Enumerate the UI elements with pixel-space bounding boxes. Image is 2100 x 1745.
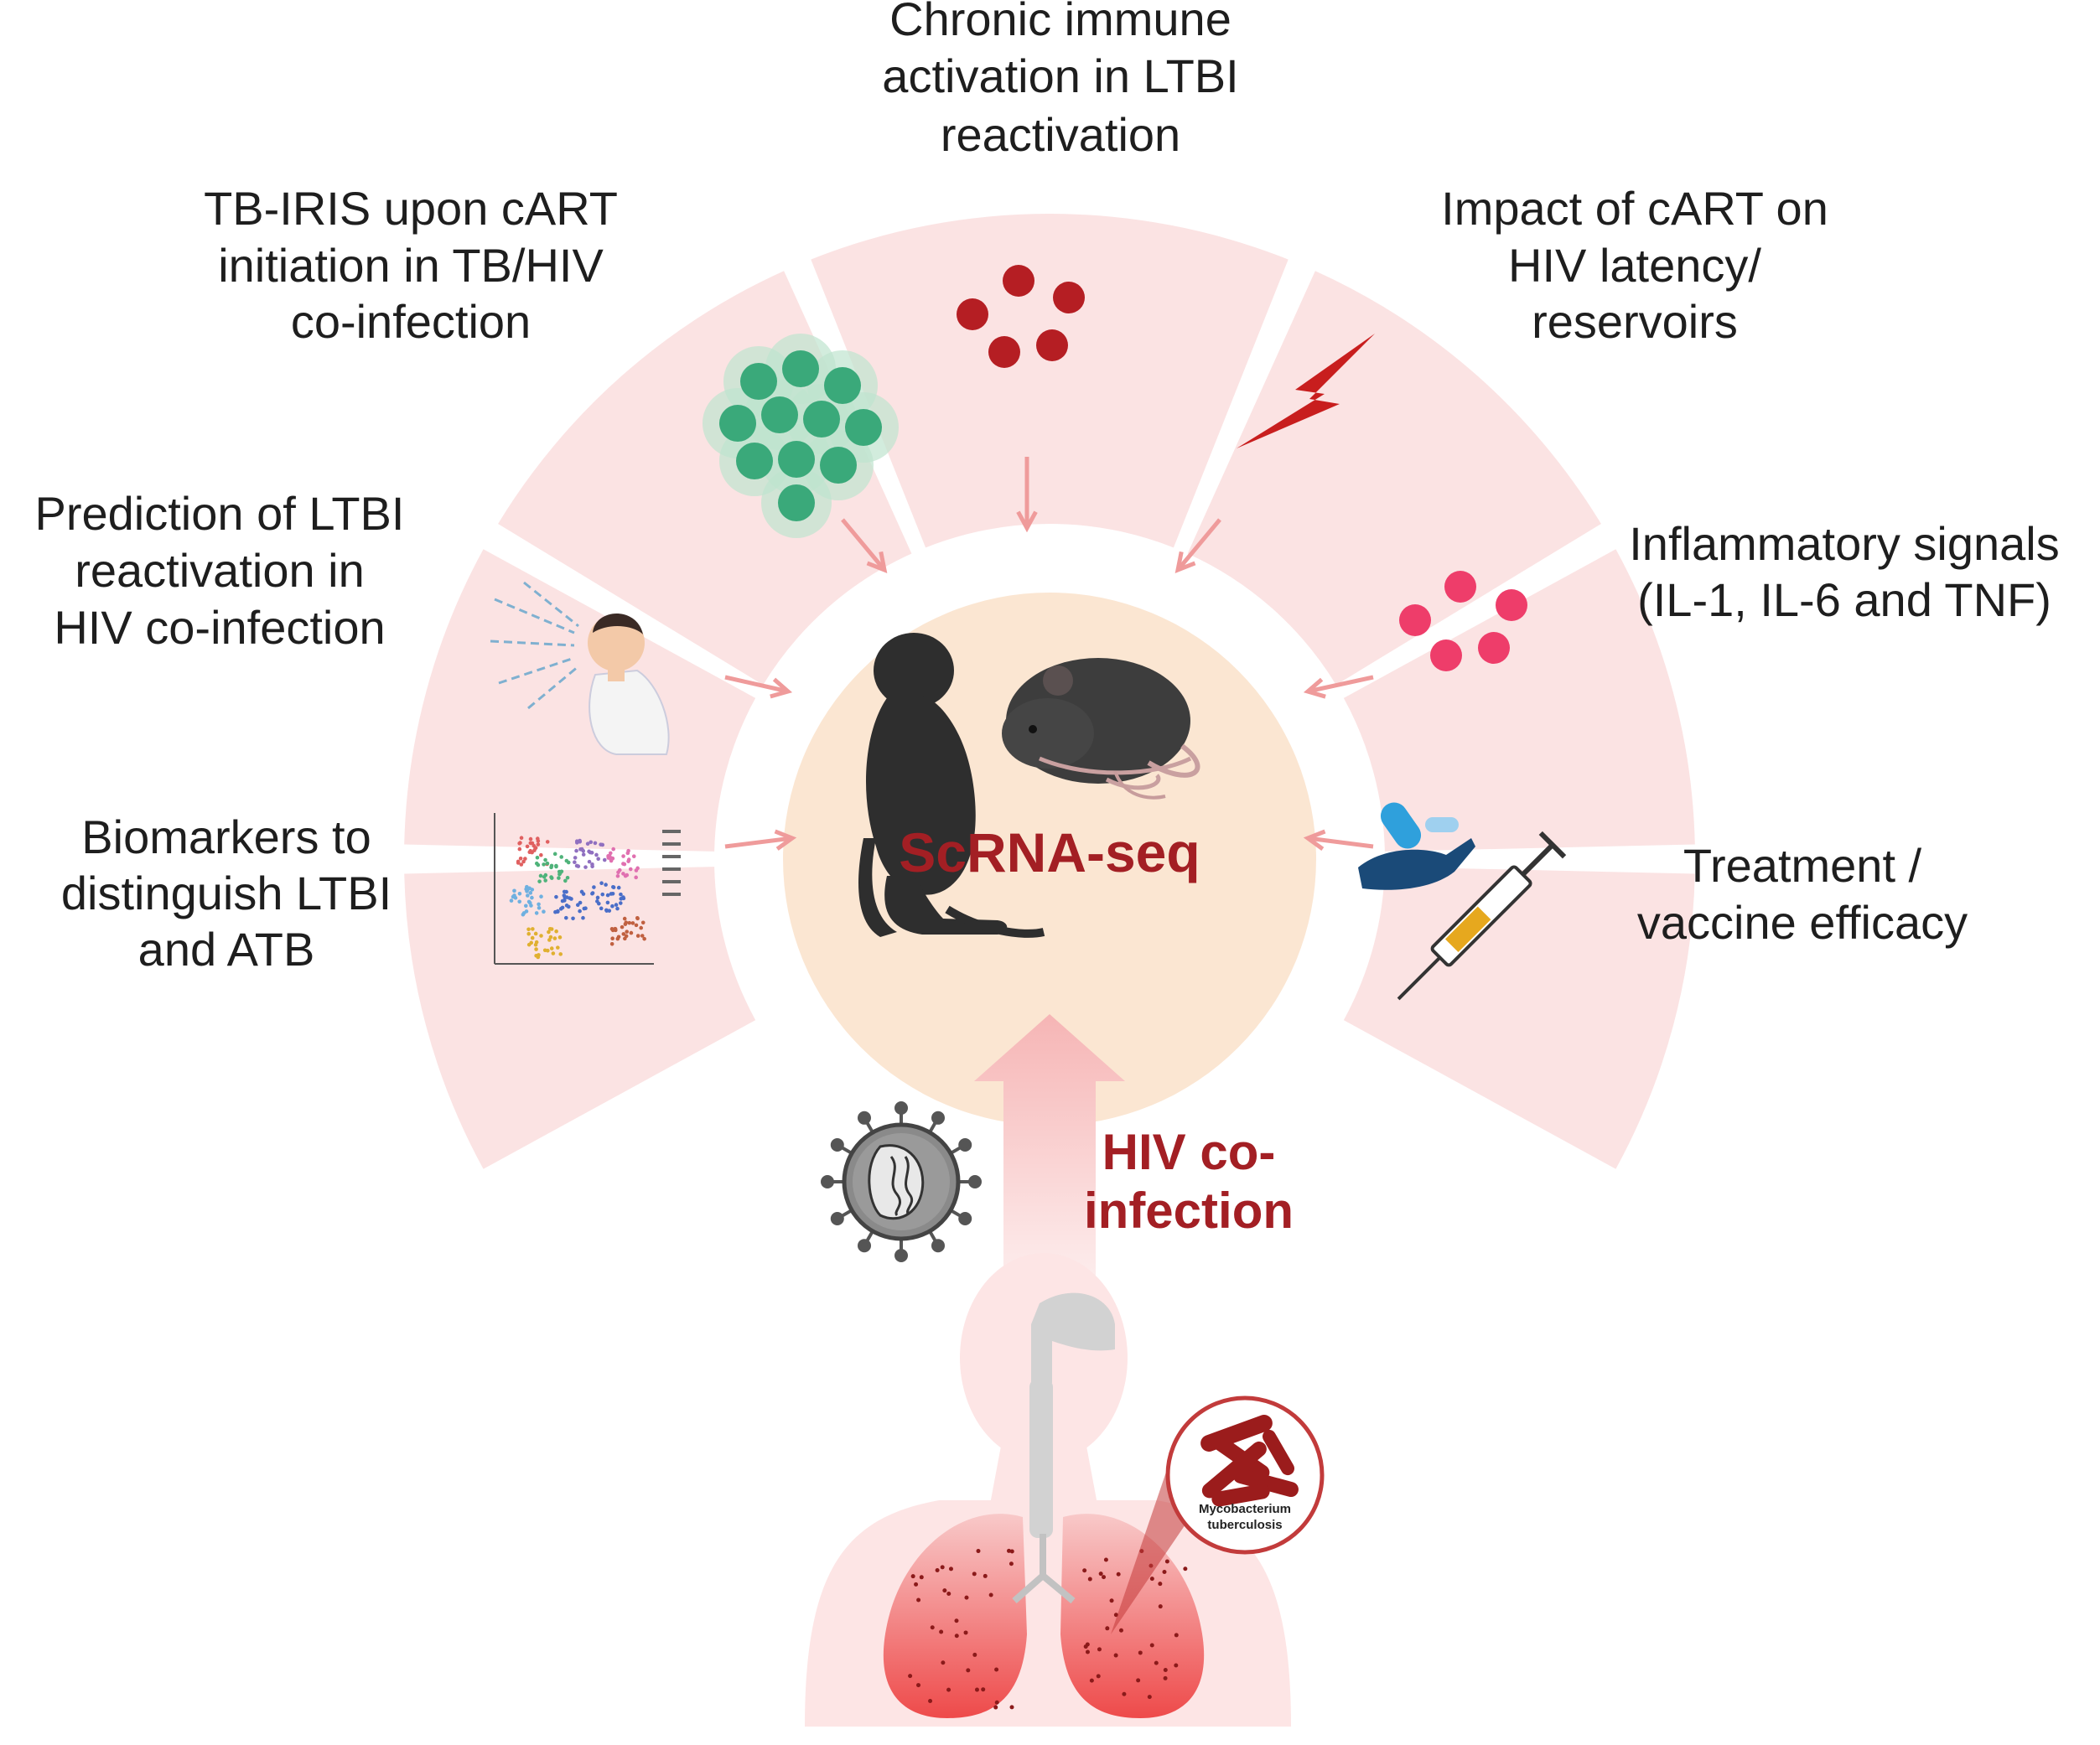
label-prediction-line-1: Prediction of LTBI [35, 487, 405, 540]
label-tb-iris-line-2: initiation in TB/HIV [218, 239, 604, 292]
lungs-icon [883, 1514, 1205, 1718]
monkey-icon [858, 633, 1045, 938]
label-biomarkers-line-1: Biomarkers to [81, 810, 371, 863]
bacterium-label-line-2: tuberculosis [1207, 1518, 1282, 1532]
hiv-virus-icon [821, 1101, 982, 1262]
label-chronic-line-1: Chronic immune [889, 0, 1231, 45]
label-inflammatory-line-2: (IL-1, IL-6 and TNF) [1637, 573, 2051, 626]
label-impact-line-2: HIV latency/ [1508, 239, 1761, 292]
label-treatment-line-1: Treatment / [1683, 839, 1922, 892]
label-chronic-line-2: activation in LTBI [882, 49, 1238, 102]
segment-impact [1187, 271, 1601, 686]
segment-chronic [811, 214, 1289, 548]
bacterium-label-line-1: Mycobacterium [1199, 1502, 1291, 1516]
arrow-prediction [724, 675, 793, 699]
lightning-icon [1237, 334, 1375, 448]
arrow-biomarkers [724, 829, 797, 851]
mouse-icon [1002, 658, 1200, 800]
red-cells-icon [957, 265, 1085, 368]
pill-syringe-icon [1358, 802, 1567, 1001]
segment-biomarkers [404, 867, 756, 1169]
label-tb-iris-line-3: co-infection [291, 295, 531, 348]
arrow-treatment [1303, 829, 1374, 851]
arrow-impact [1174, 518, 1221, 574]
mycobacterium-icon: Mycobacterium tuberculosis [1165, 1395, 1325, 1555]
label-treatment-line-2: vaccine efficacy [1637, 896, 1968, 949]
arrow-tb-iris [841, 518, 888, 574]
segment-treatment [1343, 867, 1695, 1169]
center-label: ScRNA-seq [899, 821, 1200, 883]
label-impact-line-1: Impact of cART on [1441, 182, 1828, 235]
label-prediction-line-2: reactivation in [75, 544, 365, 597]
arrow-chronic [1016, 457, 1038, 533]
pink-cells-icon [1399, 571, 1527, 671]
inward-arrows [724, 457, 1374, 851]
label-prediction-line-3: HIV co-infection [54, 601, 385, 654]
coughing-person-icon [490, 581, 670, 755]
label-biomarkers-line-2: distinguish LTBI [61, 867, 391, 919]
hiv-label-line-1: HIV co- [1102, 1124, 1276, 1180]
arrow-inflammatory [1303, 675, 1374, 699]
label-inflammatory-line-1: Inflammatory signals [1629, 517, 2060, 570]
label-chronic-line-3: reactivation [941, 108, 1180, 161]
label-tb-iris-line-1: TB-IRIS upon cART [204, 182, 618, 235]
cell-cluster-icon [703, 334, 899, 538]
tsne-plot-icon [494, 813, 681, 965]
segment-prediction [404, 549, 756, 852]
label-biomarkers-line-3: and ATB [138, 923, 315, 976]
label-impact-line-3: reservoirs [1532, 295, 1738, 348]
segment-inflammatory [1343, 549, 1695, 852]
hiv-label-line-2: infection [1084, 1183, 1294, 1239]
